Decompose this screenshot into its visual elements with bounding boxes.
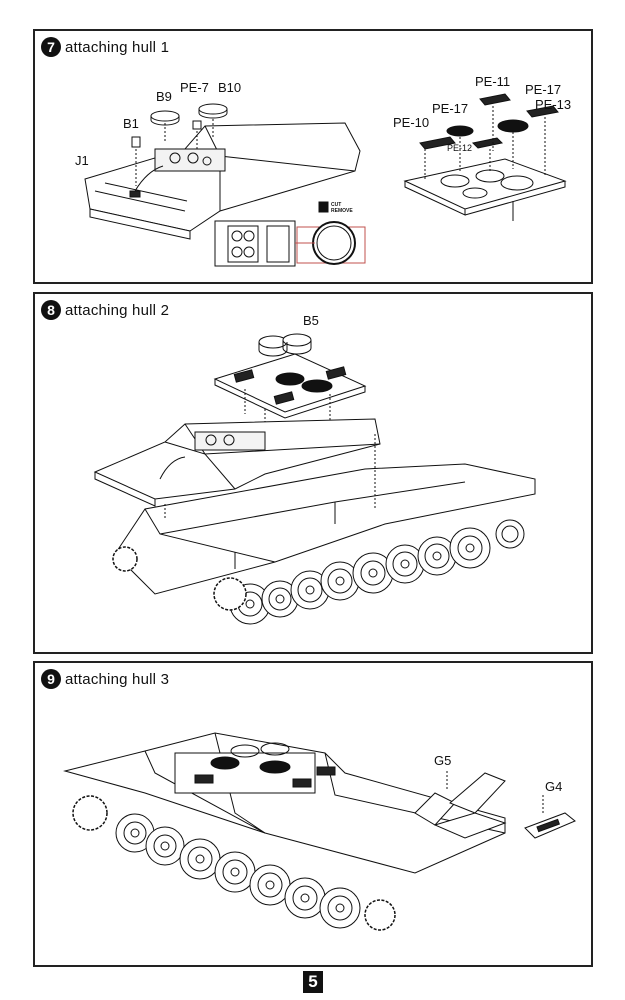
step-7-title: attaching hull 1 [65,38,170,56]
chassis-rear-drawing [63,732,506,874]
step-9-header: 9 attaching hull 3 [41,669,169,689]
step-8-header: 8 attaching hull 2 [41,300,169,320]
label-pe17-left: PE-17 [432,101,468,116]
step-8-title: attaching hull 2 [65,301,170,319]
chassis-drawing [114,434,536,595]
step-8-illustration: B5 [93,313,536,625]
rear-plates-drawing [414,771,576,839]
step-7-number: 7 [41,37,61,57]
label-g4: G4 [545,779,562,794]
road-wheels-drawing [112,519,525,625]
label-j1: J1 [75,153,89,168]
pe-deck-drawing [403,93,567,221]
small-parts-drawing [131,103,228,186]
label-pe11: PE-11 [475,74,510,89]
page-number: 5 [303,971,323,993]
step-7-panel: 7 attaching hull 1 [33,29,593,284]
label-pe17-right: PE-17 [525,82,561,97]
step-8-number: 8 [41,300,61,320]
step-9-number: 9 [41,669,61,689]
hull-top-drawing [93,418,381,507]
label-b1: B1 [123,116,139,131]
label-pe12: PE-12 [447,143,472,153]
label-pe10: PE-10 [393,115,429,130]
label-pe13: PE-13 [535,97,571,112]
step-9-title: attaching hull 3 [65,670,170,688]
road-wheels-rear-drawing [72,795,396,931]
cut-note: CUT [331,202,341,208]
cut-detail-drawing [214,201,366,267]
step-9-illustration: G5 G4 [63,732,576,931]
step-9-panel: 9 attaching hull 3 [33,661,593,967]
step-8-panel: 8 attaching hull 2 [33,292,593,654]
hull-deck-drawing [84,122,361,240]
label-b9: B9 [156,89,172,104]
label-g5: G5 [434,753,451,768]
label-pe7: PE-7 [180,80,209,95]
step-7-illustration: J1 B1 B9 PE-7 B10 PE-10 PE-17 PE-11 PE-1… [75,74,571,267]
remove-note: REMOVE [331,208,353,214]
label-b10: B10 [218,80,241,95]
step-7-header: 7 attaching hull 1 [41,37,169,57]
engine-deck-drawing [213,333,367,439]
label-b5: B5 [303,313,319,328]
